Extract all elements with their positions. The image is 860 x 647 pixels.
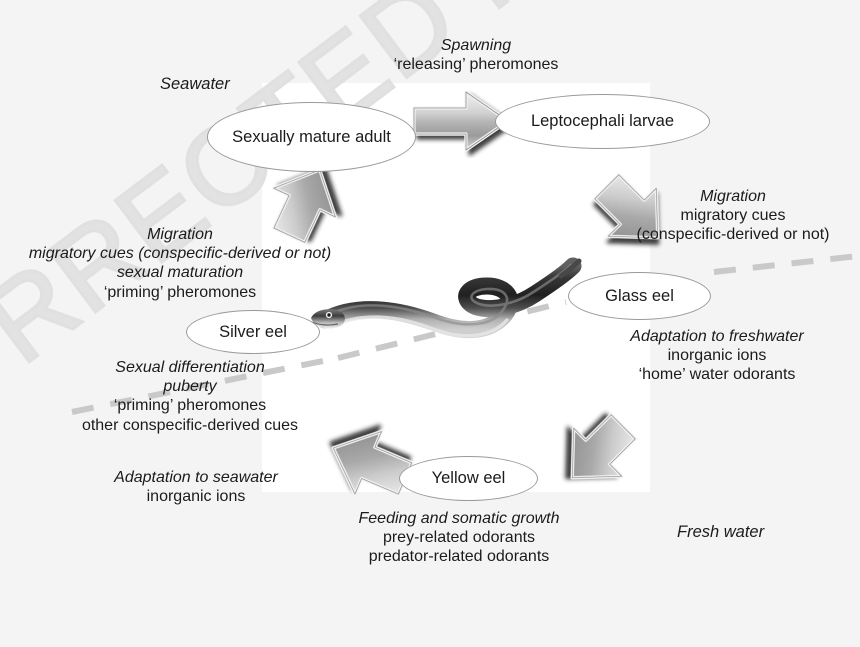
annotation-migration-left: Migration migratory cues (conspecific-de… — [22, 225, 338, 302]
node-label: Yellow eel — [431, 469, 506, 488]
node-leptocephali-larvae[interactable]: Leptocephali larvae — [495, 94, 710, 149]
annotation-feeding: Feeding and somatic growth prey-related … — [313, 509, 605, 567]
annotation-adaptation-seawater: Adaptation to seawater inorganic ions — [80, 468, 312, 506]
annotation-adaptation-freshwater-heading: Adaptation to freshwater — [630, 328, 804, 345]
eel-photo-icon — [311, 257, 582, 339]
annotation-spawning: Spawning ‘releasing’ pheromones — [358, 36, 594, 74]
annotation-migration-right-line-2: (conspecific-derived or not) — [636, 226, 830, 244]
annotation-sexual-differentiation-line-2: other conspecific-derived cues — [81, 416, 299, 434]
node-sexually-mature-adult[interactable]: Sexually mature adult — [207, 102, 416, 172]
annotation-migration-left-line-3: ‘priming’ pheromones — [103, 283, 257, 301]
annotation-migration-left-heading: Migration — [147, 226, 213, 243]
annotation-sexual-differentiation-line-1: ‘priming’ pheromones — [113, 397, 267, 415]
annotation-spawning-line-1: ‘releasing’ pheromones — [393, 56, 559, 74]
node-label: Silver eel — [219, 322, 287, 341]
node-silver-eel[interactable]: Silver eel — [186, 310, 320, 354]
node-label-line2: adult — [355, 127, 391, 146]
node-label: Sexually mature adult — [232, 127, 391, 147]
node-label: Leptocephali larvae — [530, 112, 675, 131]
annotation-sexual-differentiation: Sexual differentiation puberty ‘priming’… — [40, 358, 340, 435]
annotation-feeding-heading: Feeding and somatic growth — [358, 510, 560, 527]
annotation-adaptation-seawater-line-1: inorganic ions — [146, 488, 246, 506]
node-label: Glass eel — [605, 286, 674, 305]
node-glass-eel[interactable]: Glass eel — [568, 272, 711, 320]
annotation-migration-right: Migration migratory cues (conspecific-de… — [608, 187, 858, 245]
region-label-fresh-water: Fresh water — [677, 523, 765, 541]
annotation-adaptation-freshwater-line-1: inorganic ions — [667, 347, 767, 365]
annotation-migration-right-heading: Migration — [700, 188, 766, 205]
region-label-seawater: Seawater — [160, 75, 230, 93]
annotation-sexual-differentiation-heading-2: puberty — [163, 378, 217, 396]
annotation-feeding-line-1: prey-related odorants — [382, 529, 536, 547]
annotation-migration-left-line-2: sexual maturation — [116, 264, 244, 282]
annotation-adaptation-freshwater: Adaptation to freshwater inorganic ions … — [585, 327, 849, 385]
node-yellow-eel[interactable]: Yellow eel — [399, 456, 538, 501]
node-label-line1: Sexually mature — [232, 127, 351, 146]
annotation-spawning-heading: Spawning — [440, 37, 512, 54]
annotation-adaptation-seawater-heading: Adaptation to seawater — [114, 469, 278, 486]
annotation-adaptation-freshwater-line-2: ‘home’ water odorants — [638, 366, 796, 384]
annotation-migration-left-line-1: migratory cues (conspecific-derived or n… — [28, 245, 332, 263]
annotation-feeding-line-2: predator-related odorants — [368, 548, 550, 566]
annotation-migration-right-line-1: migratory cues — [680, 207, 786, 225]
annotation-sexual-differentiation-heading: Sexual differentiation — [115, 359, 265, 376]
